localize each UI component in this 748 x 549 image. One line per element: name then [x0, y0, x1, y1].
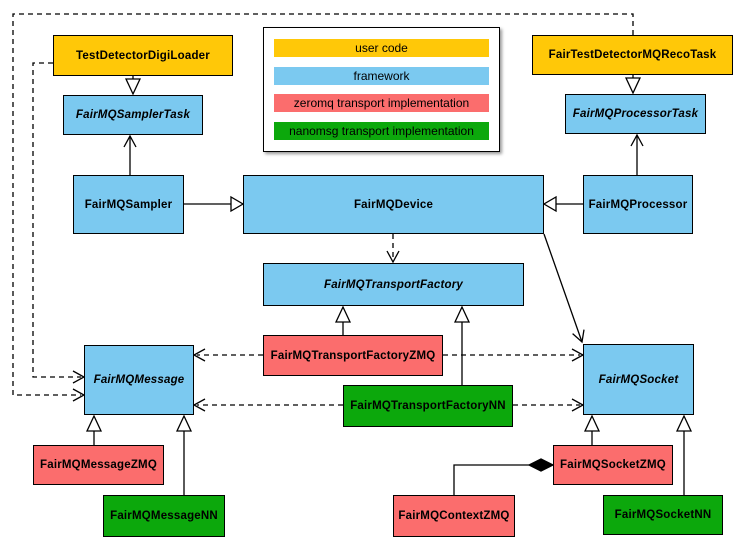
node-fairmq-sampler-task: FairMQSamplerTask: [63, 95, 203, 135]
edge-processor-to-processortask-chevron: [630, 133, 644, 147]
edge-processor-to-processortask: [630, 133, 644, 175]
node-fairmq-device: FairMQDevice: [243, 175, 544, 234]
node-fairmq-transport-factory-zmq: FairMQTransportFactoryZMQ: [263, 335, 443, 376]
edge-sampler-to-device: [184, 195, 245, 213]
node-fairmq-sampler: FairMQSampler: [73, 175, 184, 234]
edge-processor-to-device-triangle: [542, 195, 557, 213]
edge-factoryzmq-to-socket: [443, 348, 585, 362]
node-fairmq-socket-zmq: FairMQSocketZMQ: [553, 445, 673, 485]
node-fairmq-message: FairMQMessage: [84, 345, 194, 415]
legend-box: user code framework zeromq transport imple…: [263, 27, 500, 152]
legend-item-blue: framework: [274, 66, 489, 85]
edge-device-to-factory-chevron: [386, 250, 400, 264]
edge-factorynn-to-message-chevron: [192, 398, 206, 412]
legend-item-green: nanomsg transport implementation: [274, 121, 489, 140]
edge-messagezmq-to-message-triangle: [85, 414, 103, 432]
edge-device-to-socket-chevron: [572, 329, 585, 344]
edge-recotask-to-processortask-triangle: [624, 77, 642, 95]
edge-digiloader-to-samplertask: [124, 76, 142, 96]
edge-messagezmq-to-message: [85, 414, 103, 445]
edge-factoryzmq-to-factory: [334, 305, 352, 335]
edge-contextzmq-to-socketzmq: [453, 458, 555, 495]
node-fairmq-message-nn: FairMQMessageNN: [103, 495, 225, 537]
edge-contextzmq-to-socketzmq-diamond: [527, 458, 555, 472]
edge-factoryzmq-to-message-chevron: [192, 348, 206, 362]
edge-digiloader-to-samplertask-triangle: [124, 78, 142, 96]
node-fairmq-transport-factory: FairMQTransportFactory: [263, 263, 524, 306]
edge-socketzmq-to-socket-triangle: [583, 414, 601, 432]
edge-factoryzmq-to-factory-triangle: [334, 305, 352, 323]
edge-sampler-to-samplertask-chevron: [123, 134, 137, 148]
edge-factorynn-to-message: [192, 398, 343, 412]
node-test-detector-digi-loader: TestDetectorDigiLoader: [53, 35, 233, 76]
legend-item-red: zeromq transport implementation: [274, 94, 489, 113]
edge-sampler-to-device-triangle: [230, 195, 245, 213]
node-fairmq-transport-factory-nn: FairMQTransportFactoryNN: [343, 385, 513, 427]
edge-device-to-socket: [543, 233, 585, 344]
edge-sampler-to-samplertask: [123, 134, 137, 175]
edge-messagenn-to-message-triangle: [175, 414, 193, 432]
edge-factoryzmq-to-message: [192, 348, 263, 362]
node-fairmq-socket-nn: FairMQSocketNN: [603, 495, 723, 535]
edge-socketnn-to-socket-triangle: [675, 414, 693, 432]
node-fairmq-processor-task: FairMQProcessorTask: [565, 94, 706, 134]
edge-socketzmq-to-socket: [583, 414, 601, 445]
node-fairmq-message-zmq: FairMQMessageZMQ: [33, 445, 164, 485]
edge-processor-to-device: [542, 195, 583, 213]
edge-socketnn-to-socket: [675, 414, 693, 495]
edge-messagenn-to-message: [175, 414, 193, 495]
node-fairmq-context-zmq: FairMQContextZMQ: [393, 495, 515, 537]
node-fairmq-processor: FairMQProcessor: [583, 175, 693, 234]
edge-recotask-to-processortask: [624, 75, 642, 95]
edge-device-to-factory: [386, 234, 400, 264]
edge-factorynn-to-factory-triangle: [453, 305, 471, 323]
edge-factorynn-to-factory: [453, 305, 471, 385]
node-fairmq-socket: FairMQSocket: [583, 344, 694, 415]
legend-item-yellow: user code: [274, 39, 489, 58]
edge-factorynn-to-socket: [513, 398, 585, 412]
node-fair-test-detector-mq-reco-task: FairTestDetectorMQRecoTask: [532, 35, 733, 75]
